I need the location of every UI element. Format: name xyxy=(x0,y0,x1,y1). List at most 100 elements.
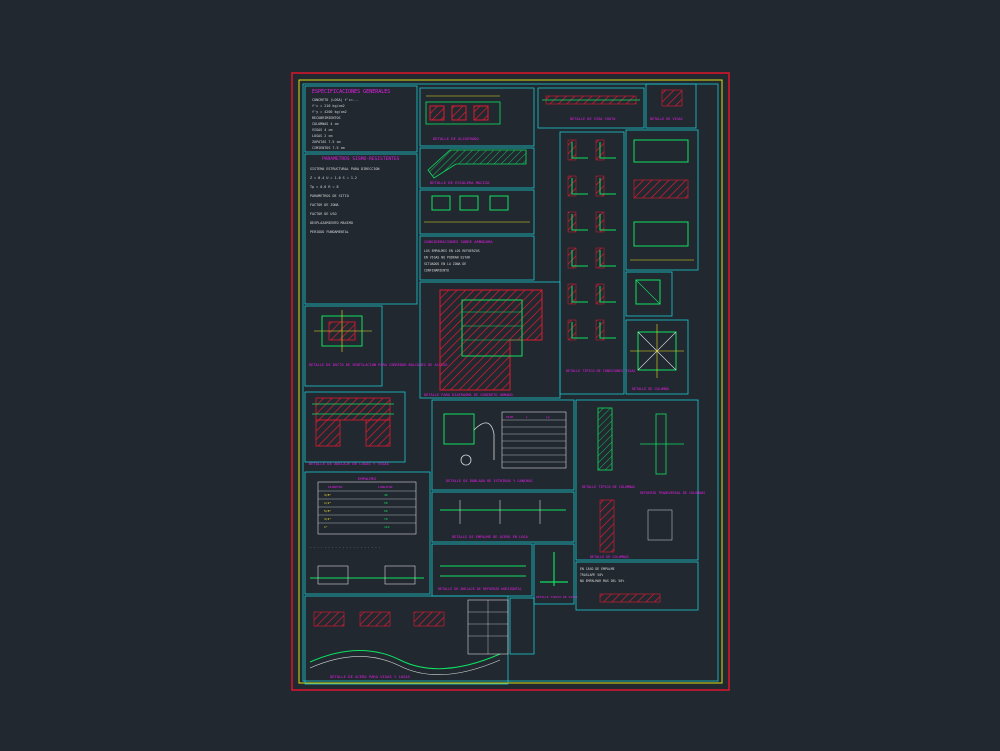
slab-note-line: CONFINAMIENTO xyxy=(424,269,449,273)
joint-rebar xyxy=(599,250,616,267)
rebar-splice-title: DETALLE DE EMPALME DE ACERO EN LOSA xyxy=(452,535,529,539)
seismic-note-line: PARAMETROS DE SITIO xyxy=(310,194,349,198)
panel-brick-slab: DETALLE DE ALIGERADO xyxy=(419,87,535,147)
seismic-note-line: DESPLAZAMIENTO MAXIMO xyxy=(310,221,353,225)
slab-note-line: EN VIGAS NO PODRAN ESTAR xyxy=(424,256,470,260)
panel-hook-anchor: DETALLE DE ANCLAJE DE REFUERZO HORIZONTA… xyxy=(431,543,533,597)
joint-rebar xyxy=(599,322,616,339)
lap-table-header: DIAMETRO xyxy=(328,485,343,489)
lap-table-cell: 50 xyxy=(384,501,388,505)
top-beam-title: DETALLE DE VIGA CHATA xyxy=(570,117,616,121)
panel-corner-slab: DETALLE PARA DIAFRAGMA DE CONCRETO ARMAD… xyxy=(419,281,561,399)
joint-rebar xyxy=(571,142,588,159)
panel-duct-detail: DETALLE DE DUCTO DE VENTILACION PARA COR… xyxy=(304,305,447,387)
stirrup-table: DIAM L Lg xyxy=(502,415,566,463)
seismic-note-line: Tp = 0.6 R = 8 xyxy=(310,185,339,189)
column-note-line: EN CASO DE EMPALME xyxy=(580,567,615,571)
spec-note-line: CIMIENTOS 7.5 cm xyxy=(312,146,345,150)
duct-detail-title: DETALLE DE DUCTO DE VENTILACION PARA COR… xyxy=(309,363,447,367)
panel-joint-details: DETALLE TIPICO DE CONEXIONES VIGAS xyxy=(559,131,635,395)
stirrups-title: DETALLE DE DOBLADO DE ESTRIBOS Y GANCHOS xyxy=(446,479,533,483)
panel-rebar-splice: DETALLE DE EMPALME DE ACERO EN LOSA xyxy=(431,491,575,543)
corner-slab-title: DETALLE PARA DIAFRAGMA DE CONCRETO ARMAD… xyxy=(424,393,513,397)
column-note-line: TRASLAPE 50% xyxy=(580,573,603,577)
spec-note-line: COLUMNAS 4 cm xyxy=(312,122,339,126)
joint-rebar xyxy=(571,286,588,303)
hook-anchor-title: DETALLE DE ANCLAJE DE REFUERZO HORIZONTA… xyxy=(438,587,522,591)
frame-line xyxy=(302,83,719,682)
lap-table-cell: 40 xyxy=(384,493,388,497)
joint-rebar xyxy=(571,178,588,195)
spec-note-line: CONCRETO (LOSA) f'c=... xyxy=(312,98,359,102)
seismic-note-line: PERIODO FUNDAMENTAL xyxy=(310,230,349,234)
lap-table-title: EMPALMES xyxy=(358,476,377,481)
joint-rebar xyxy=(571,250,588,267)
joint-rebar xyxy=(571,214,588,231)
slab-note-line: SITUADOS EN LA ZONA DE xyxy=(424,262,466,266)
slab-notes-title: CONSIDERACIONES SOBRE ARMADURA xyxy=(424,239,493,244)
seismic-note-line: FACTOR DE USO xyxy=(310,212,337,216)
panel-seismic-params: PARAMETROS SISMO-RESISTENTES SISTEMA EST… xyxy=(304,153,418,305)
joint-details-title: DETALLE TIPICO DE CONEXIONES VIGAS xyxy=(566,369,635,373)
seismic-note-line: SISTEMA ESTRUCTURAL PARA DIRECCION xyxy=(310,167,379,171)
spec-note-line: f'c = 210 kg/cm2 xyxy=(312,104,345,108)
beam-typical-title: DETALLE TIPICO DE VIGAS xyxy=(536,595,578,599)
stirrup-table-header: L xyxy=(526,415,528,419)
column-bottom-title: DETALLE DE COLUMNAS xyxy=(590,555,629,559)
column-note-line: NO EMPALMAR MAS DEL 50% xyxy=(580,579,624,583)
general-specs-title: ESPECIFICACIONES GENERALES xyxy=(312,89,390,95)
panel-solid-slab: DETALLE DE ESCALERA MACIZA xyxy=(419,147,535,189)
panel-column-square: DETALLE DE COLUMNA xyxy=(625,319,689,395)
seismic-note-line: Z = 0.4 U = 1.0 S = 1.2 xyxy=(310,176,357,180)
spec-note-line: LOSAS 2 cm xyxy=(312,134,332,138)
lap-table-cell: 110 xyxy=(384,525,390,529)
bottom-left-title: DETALLE DE ACERO PARA VIGAS Y LOSAS xyxy=(330,674,411,679)
spec-note-line: f'y = 4200 kg/cm2 xyxy=(312,110,347,114)
panel-top-beam: DETALLE DE VIGA CHATA xyxy=(537,87,645,129)
panel-slab-notes: CONSIDERACIONES SOBRE ARMADURA LOS EMPAL… xyxy=(419,235,535,281)
joint-detail-drawings xyxy=(567,139,616,341)
panel-column-notes: EN CASO DE EMPALME TRASLAPE 50% NO EMPALMA… xyxy=(575,561,699,611)
seismic-params-notes: SISTEMA ESTRUCTURAL PARA DIRECCION Z = 0.… xyxy=(310,167,379,234)
slab-notes-lines: LOS EMPALMES EN LOS REFUERZOS EN VIGAS NO… xyxy=(424,249,480,273)
joint-rebar xyxy=(599,286,616,303)
stirrup-table-header: Lg xyxy=(546,415,550,419)
seismic-params-title: PARAMETROS SISMO-RESISTENTES xyxy=(322,156,400,162)
spec-note-line: ZAPATAS 7.5 cm xyxy=(312,140,341,144)
spec-note-line: VIGAS 4 cm xyxy=(312,128,332,132)
seismic-note-line: FACTOR DE ZONA xyxy=(310,203,339,207)
panel-mid-small-joints xyxy=(419,189,535,235)
panel-beam-typical: DETALLE TIPICO DE VIGAS xyxy=(533,543,578,605)
sheet-border xyxy=(291,72,730,691)
panel-column-section xyxy=(625,271,673,317)
panel-stirrups: DIAM L Lg DETALLE DE DOBLADO DE ESTRIBOS Y… xyxy=(431,399,575,491)
joint-rebar xyxy=(599,142,616,159)
lap-table-cell: 5/8" xyxy=(324,509,331,513)
panel-slab-anchor: DETALLE DE ANCLAJE DE LOSAS Y VIGAS xyxy=(304,391,406,466)
lap-table-cell: 3/4" xyxy=(324,517,331,521)
general-specs-notes: CONCRETO (LOSA) f'c=... f'c = 210 kg/cm2 f… xyxy=(312,98,359,150)
lap-table-cell: 1/2" xyxy=(324,501,331,505)
inner-border xyxy=(298,79,723,684)
joint-rebar xyxy=(599,214,616,231)
stirrup-table-header: DIAM xyxy=(506,415,513,419)
panel-general-specs: ESPECIFICACIONES GENERALES CONCRETO (LOS… xyxy=(304,85,418,153)
solid-slab-title: DETALLE DE ESCALERA MACIZA xyxy=(430,180,490,185)
panel-bottom-mid xyxy=(467,597,535,655)
joint-rebar xyxy=(599,178,616,195)
panel-right-sections xyxy=(625,129,699,271)
brick-slab-title: DETALLE DE ALIGERADO xyxy=(433,136,479,141)
panel-bottom-left: DETALLE DE ACERO PARA VIGAS Y LOSAS xyxy=(304,595,509,685)
panel-column-elevation: DETALLE TIPICO DE COLUMNAS REFUERZO TRAN… xyxy=(575,399,705,561)
column-section-title: DETALLE DE COLUMNA xyxy=(632,387,669,391)
slab-anchor-title: DETALLE DE ANCLAJE DE LOSAS Y VIGAS xyxy=(309,461,390,466)
lap-table-cell: 1" xyxy=(324,525,328,529)
column-elev-title: DETALLE TIPICO DE COLUMNAS xyxy=(582,485,635,489)
slab-note-line: LOS EMPALMES EN LOS REFUERZOS xyxy=(424,249,480,253)
lap-table-header: LONGITUD xyxy=(378,485,393,489)
lap-table-cell: 60 xyxy=(384,509,388,513)
spec-note-line: RECUBRIMIENTOS xyxy=(312,116,341,120)
joint-rebar xyxy=(571,322,588,339)
